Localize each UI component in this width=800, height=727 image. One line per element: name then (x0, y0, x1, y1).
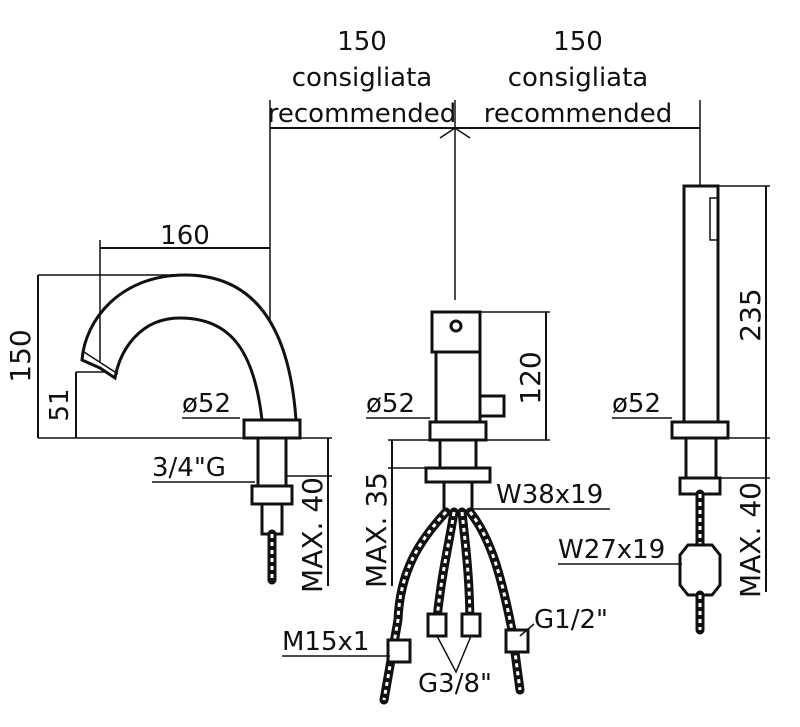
handshower-max-thickness-label: MAX. 40 (734, 482, 767, 598)
handshower-base-diameter-label: ø52 (612, 389, 661, 419)
spacing-right-value: 150 (553, 27, 603, 57)
spacing-right-note-en: recommended (484, 99, 672, 129)
mixer-indicator-dot (449, 319, 463, 333)
spout-base-diameter-label: ø52 (182, 389, 231, 419)
spout-nut (250, 484, 294, 506)
center-mark (439, 127, 471, 139)
spout-outlet-tip (83, 351, 119, 375)
mixer-shank (438, 438, 478, 470)
handshower-button (709, 197, 719, 241)
handshower-hex-fitting (678, 543, 722, 597)
spacing-right-note-it: consigliata (508, 63, 648, 93)
hose-fitting-g12 (504, 628, 530, 654)
mixer-hose-4 (465, 507, 525, 695)
handshower-height-label: 235 (734, 288, 767, 341)
spacing-left-value: 150 (337, 27, 387, 57)
outlet-large-label: G1/2" (534, 605, 608, 635)
mixer-body (434, 350, 482, 424)
mixer-base-flange (428, 420, 488, 442)
spout-assembly: 160 150 51 ø52 3/4"G MAX. 40 (4, 221, 332, 593)
spout-thread-label: 3/4"G (152, 453, 226, 483)
hose-connection-label: M15x1 (282, 627, 369, 657)
mixer-lever (478, 394, 506, 418)
spout-outlet-height-label: 51 (45, 388, 75, 421)
spacing-left-note-en: recommended (268, 99, 456, 129)
handshower-body (682, 184, 720, 424)
mixer-manifold (442, 480, 474, 514)
mixer-assembly: 120 ø52 MAX. 35 W38x19 M15x1 G3/8" G1/2" (282, 310, 610, 705)
spout-height-label: 150 (4, 329, 37, 382)
spout-shank (256, 436, 288, 488)
spout-reach-label: 160 (160, 221, 210, 251)
hose-fitting-g38-a (426, 612, 448, 638)
handshower-base-flange (670, 420, 730, 440)
spout-base-flange (242, 418, 302, 440)
handshower-assembly: 235 ø52 W27x19 MAX. 40 (558, 184, 770, 635)
mixer-max-thickness-label: MAX. 35 (360, 472, 393, 588)
spout-max-thickness-label: MAX. 40 (296, 477, 329, 593)
top-spacing-dimensions: 150 consigliata recommended 150 consigli… (268, 27, 701, 360)
mixer-height-label: 120 (514, 351, 547, 404)
outlets-small-label: G3/8" (418, 669, 492, 699)
mixer-nut (424, 466, 492, 484)
mixer-base-diameter-label: ø52 (366, 389, 415, 419)
spacing-left-note-it: consigliata (292, 63, 432, 93)
spout-body (80, 273, 298, 422)
mixer-nut-label: W38x19 (496, 480, 603, 510)
handshower-shank (684, 436, 718, 480)
hose-fitting-g38-b (460, 612, 482, 638)
handshower-nut-label: W27x19 (558, 535, 665, 565)
hose-fitting-m15 (386, 638, 412, 664)
